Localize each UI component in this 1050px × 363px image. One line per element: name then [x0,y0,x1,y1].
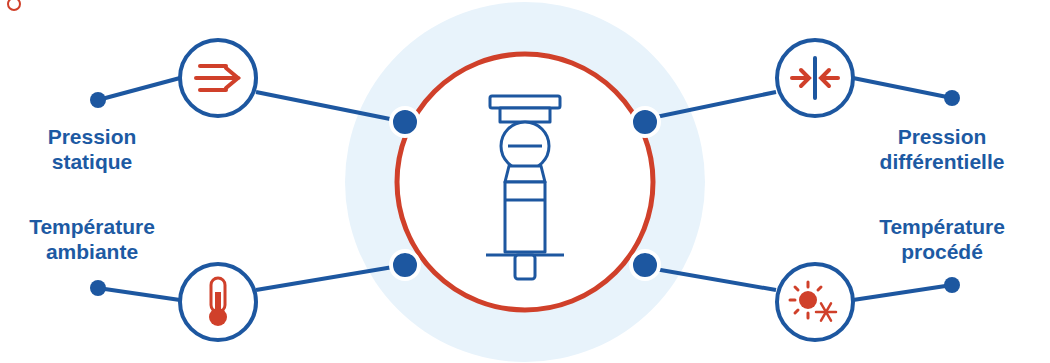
icon-circles [180,40,853,340]
halo-circle [345,2,705,362]
thermometer-icon [209,278,227,326]
static-pressure-icon [196,66,238,90]
parameter-label: Température ambiante [7,214,177,264]
corner-mark [8,0,20,10]
transmitter-illustration [486,96,564,279]
differential-pressure-icon [792,58,838,98]
parameter-label: Température procédé [857,214,1027,264]
parameter-label: Pression statique [7,124,177,174]
ring-dots [391,108,659,279]
parameter-label: Pression différentielle [857,124,1027,174]
center-ring [397,54,653,310]
hot-cold-icon [790,282,836,321]
